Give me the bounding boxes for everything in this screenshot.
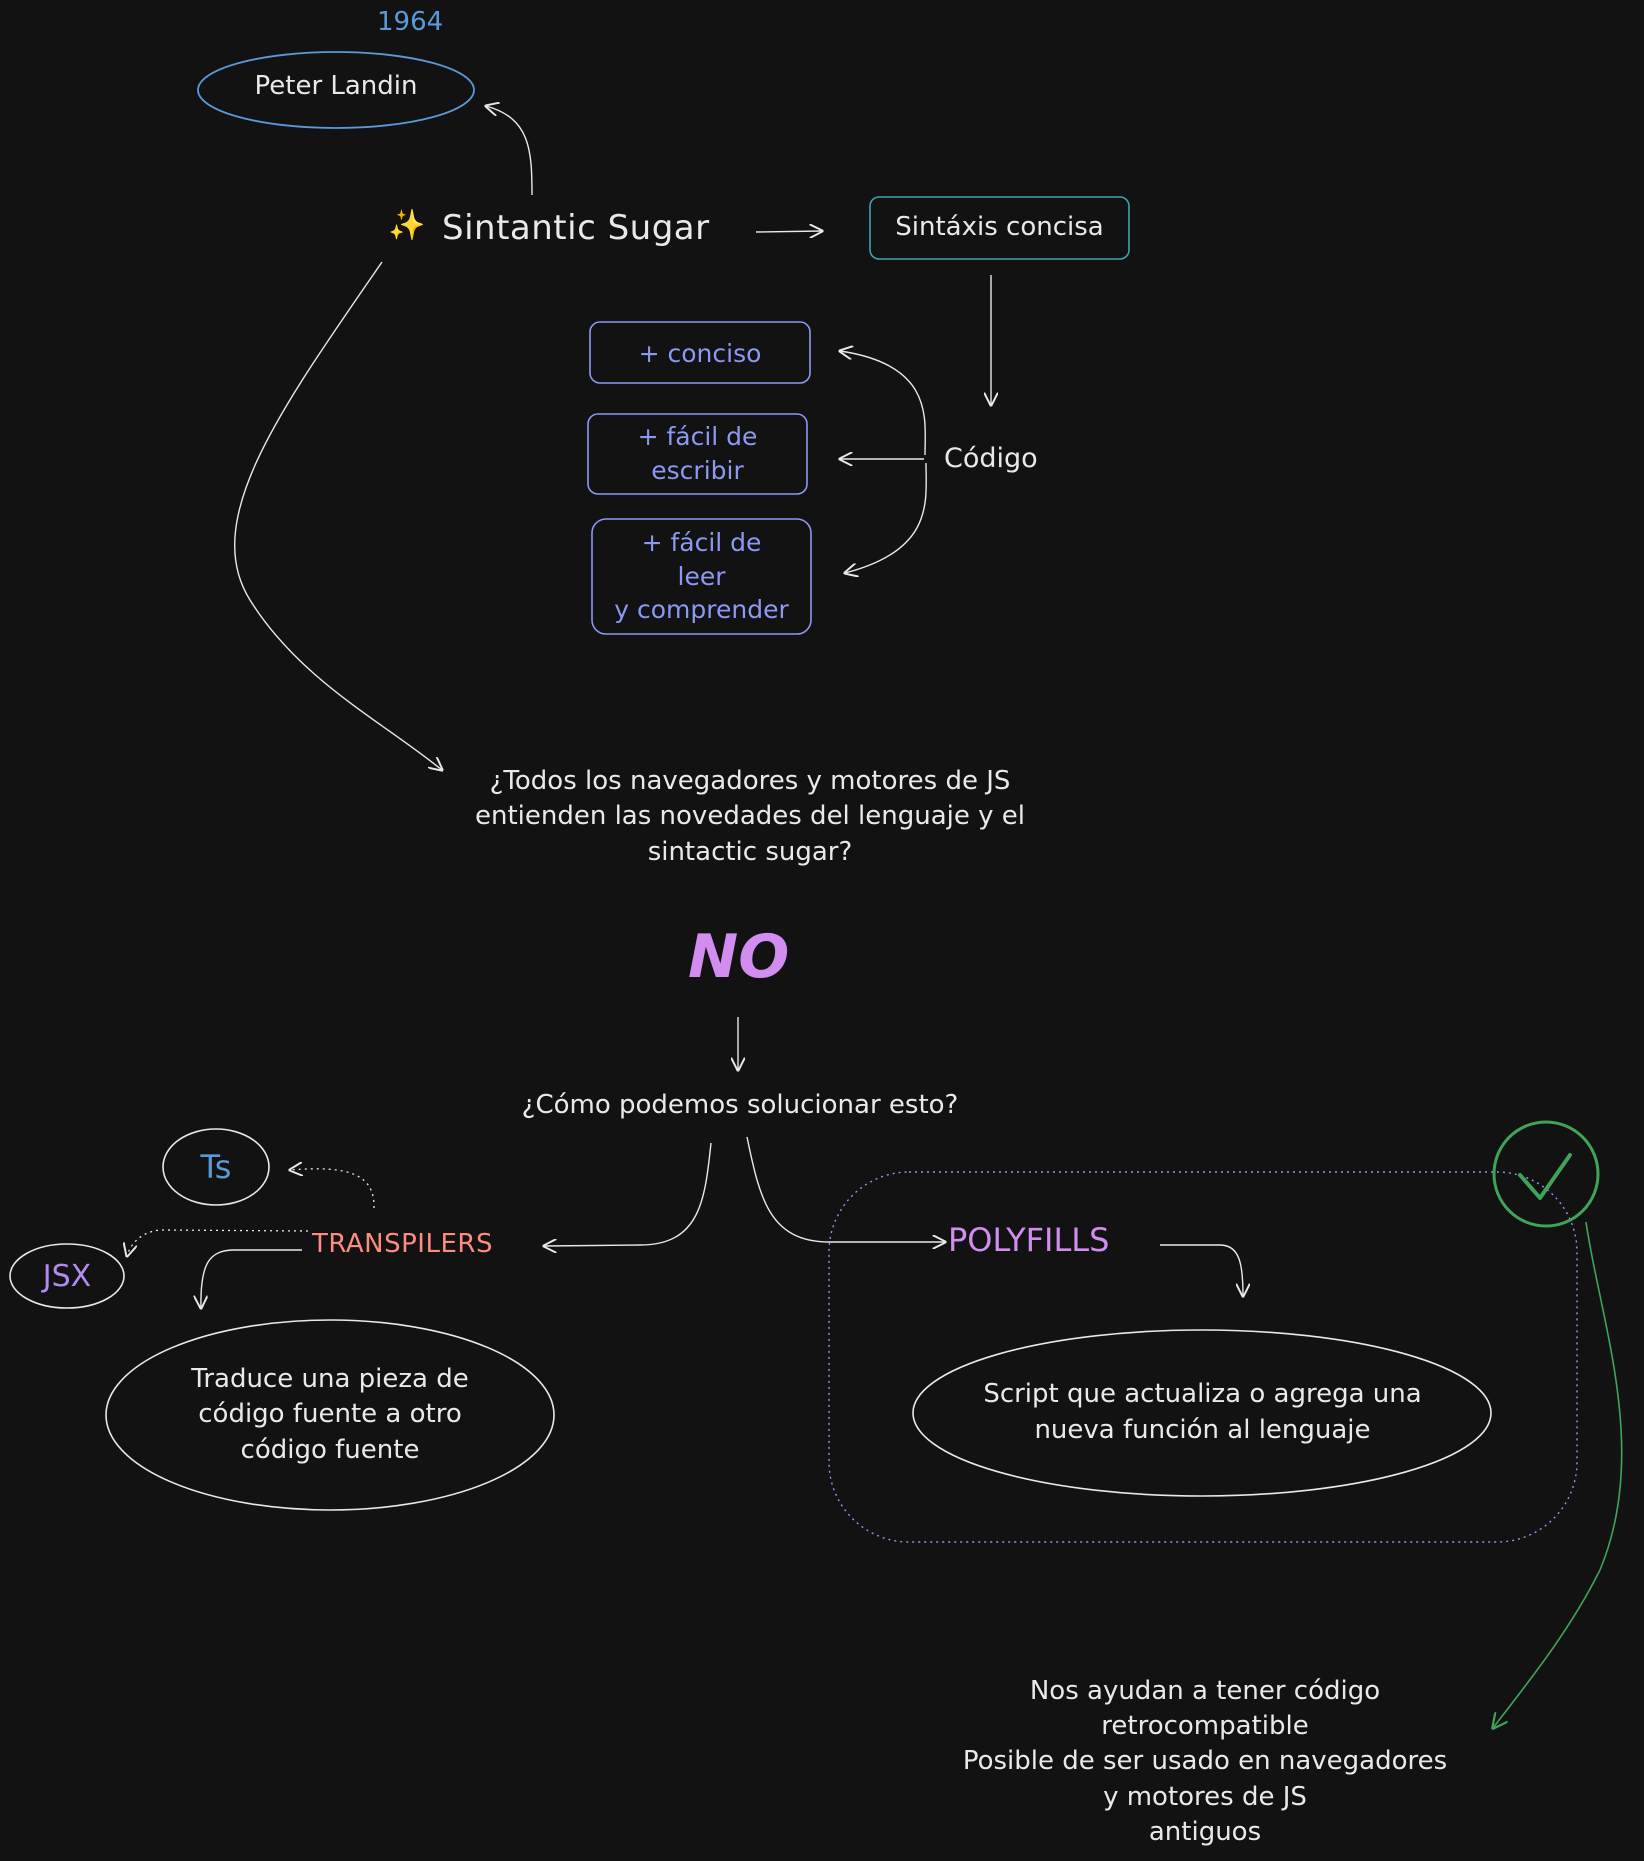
conclusion-line5: antiguos bbox=[1148, 1816, 1262, 1847]
arrow-question-to-polyfills bbox=[746, 1136, 945, 1242]
no-answer: NO bbox=[688, 922, 790, 992]
arrow-sugar-to-question bbox=[234, 261, 442, 770]
arrow-transpilers-to-jsx bbox=[127, 1229, 309, 1256]
sintaxis-concisa-box bbox=[869, 196, 1130, 260]
conclusion-text: Nos ayudan a tener código retrocompatibl… bbox=[930, 1672, 1480, 1852]
question-solution: ¿Cómo podemos solucionar esto? bbox=[521, 1090, 959, 1120]
polyfills-container bbox=[828, 1171, 1578, 1543]
arrow-transpilers-to-ts bbox=[290, 1169, 375, 1209]
polyfills-desc-ellipse bbox=[912, 1329, 1492, 1497]
facil-leer-box bbox=[591, 518, 812, 635]
peter-landin-label: Peter Landin bbox=[254, 71, 418, 101]
facil-escribir-box bbox=[587, 413, 808, 495]
arrow-transpilers-to-desc bbox=[201, 1249, 302, 1308]
question-browsers: ¿Todos los navegadores y motores de JS e… bbox=[440, 762, 1060, 872]
conclusion-line3: Posible de ser usado en navegadores bbox=[962, 1746, 1448, 1777]
arrow-codigo-to-leer bbox=[845, 462, 927, 573]
conclusion-line2: retrocompatible bbox=[1101, 1711, 1309, 1742]
facil-leer-line1: + fácil de bbox=[641, 527, 762, 557]
question-browsers-line2: entienden las novedades del lenguaje y e… bbox=[474, 801, 1026, 832]
polyfills-desc-line2: nueva función al lenguaje bbox=[1034, 1414, 1371, 1445]
sintaxis-concisa-label: Sintáxis concisa bbox=[895, 212, 1104, 242]
arrow-sugar-to-sintaxis bbox=[755, 231, 822, 232]
arrow-polyfills-to-desc bbox=[1160, 1244, 1243, 1296]
checkmark-icon bbox=[1518, 1153, 1572, 1200]
codigo-label: Código bbox=[944, 443, 1038, 474]
jsx-label: JSX bbox=[42, 1259, 92, 1294]
polyfills-label: POLYFILLS bbox=[948, 1221, 1110, 1259]
sintactic-sugar-title: Sintantic Sugar bbox=[442, 208, 710, 248]
conciso-label: + conciso bbox=[638, 339, 762, 368]
polyfills-description: Script que actualiza o agrega una nueva … bbox=[930, 1375, 1475, 1450]
checkmark-circle bbox=[1492, 1120, 1600, 1228]
facil-escribir-line1: + fácil de bbox=[637, 422, 758, 452]
transpilers-desc-line2: código fuente a otro bbox=[198, 1399, 462, 1430]
transpilers-desc-line1: Traduce una pieza de bbox=[191, 1364, 469, 1395]
facil-escribir-line2: escribir bbox=[651, 456, 744, 485]
transpilers-description: Traduce una pieza de código fuente a otr… bbox=[130, 1360, 530, 1470]
arrow-codigo-to-conciso bbox=[840, 351, 926, 456]
ts-ellipse bbox=[162, 1128, 270, 1206]
polyfills-desc-line1: Script que actualiza o agrega una bbox=[983, 1379, 1422, 1410]
year-label: 1964 bbox=[377, 7, 444, 37]
sparkle-icon: ✨ bbox=[388, 208, 426, 243]
peter-landin-ellipse bbox=[197, 51, 475, 129]
conclusion-line1: Nos ayudan a tener código bbox=[1029, 1676, 1381, 1707]
arrow-check-to-conclusion bbox=[1493, 1221, 1623, 1728]
conclusion-line4: y motores de JS bbox=[1103, 1781, 1307, 1812]
arrow-question-to-transpilers bbox=[544, 1142, 712, 1246]
transpilers-desc-ellipse bbox=[105, 1319, 555, 1511]
jsx-ellipse bbox=[9, 1243, 125, 1309]
transpilers-desc-line3: código fuente bbox=[240, 1434, 420, 1465]
facil-leer-label: + fácil de leer y comprender bbox=[592, 519, 811, 634]
conciso-box bbox=[589, 321, 811, 384]
facil-leer-line2: leer bbox=[677, 561, 726, 591]
facil-escribir-label: + fácil de escribir bbox=[588, 414, 807, 494]
arrow-sugar-to-landin bbox=[486, 106, 533, 196]
facil-leer-line3: y comprender bbox=[614, 595, 789, 625]
transpilers-label: TRANSPILERS bbox=[312, 1229, 493, 1259]
ts-label: Ts bbox=[200, 1148, 232, 1186]
question-browsers-line3: sintactic sugar? bbox=[647, 836, 853, 867]
question-browsers-line1: ¿Todos los navegadores y motores de JS bbox=[489, 766, 1011, 797]
